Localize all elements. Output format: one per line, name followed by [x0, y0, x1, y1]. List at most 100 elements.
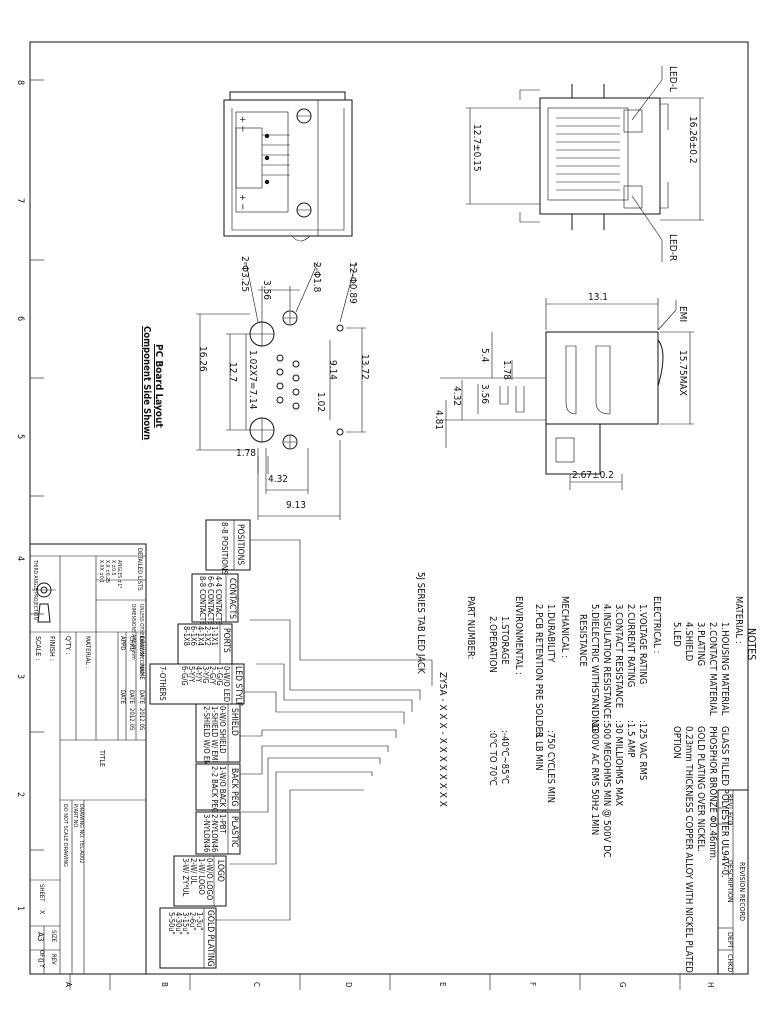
option-item: 6-G/G [180, 666, 189, 686]
detailed-lists: DETAILED LISTS [136, 548, 143, 591]
revision-header: REV [726, 794, 734, 807]
option-item: 2-2 BACK PEG [210, 766, 219, 813]
note-label: 4.INSULATION RESISTANCE [601, 604, 612, 719]
row-numbers: 8 7 6 5 4 3 2 1 [15, 80, 25, 911]
tolerance-line: X.XX ±0.1 [98, 560, 104, 583]
pcb-layout: 2-Φ3.25 2-Φ1.8 12-Φ0.89 3.56 16.26 12.7 … [141, 256, 370, 520]
note-value: :1.5 AMP [625, 720, 636, 758]
option-title: GOLD PLATING [205, 910, 215, 967]
row-number: 7 [15, 198, 25, 203]
dim-label: 3.56 [479, 384, 490, 404]
name-label: NAME [138, 664, 145, 680]
revision-header: CHKD [726, 954, 734, 972]
note-value: :-40℃~85℃ [499, 730, 510, 784]
row-number: 2 [15, 792, 25, 797]
row-number: 5 [15, 434, 25, 439]
title-block: DETAILED LISTS UNLESS OTHERWISE SPECIFIE… [29, 543, 147, 975]
option-item: 1-G/G [215, 666, 224, 686]
dim-label: 1.02X7=7.14 [247, 350, 258, 410]
dim-label: 13.1 [588, 292, 608, 303]
option-item: 3-W/ ZY*UL [181, 858, 190, 897]
revision-header: DESCRIPTION [726, 860, 734, 903]
dim-label: 16.26 [197, 346, 208, 372]
approved-label: APPD [119, 636, 126, 650]
note-value: :125 VAC RMS [637, 720, 648, 780]
revision-record: REVISION RECORD REV ECO DESCRIPTION DEPT… [717, 789, 749, 975]
option-item: 1-PBT [218, 814, 227, 834]
dim-label: 12-Φ0.89 [347, 262, 358, 304]
option-item: 1-1X1 [210, 626, 219, 646]
dim-label: 2-Φ3.25 [239, 256, 250, 292]
note-label: 5.DIELECTRIC WITHSTANDING [589, 604, 600, 732]
tolerance-line: DIMENSIONS ARE IN mm [130, 604, 136, 660]
option-item: 2-NYLON46 [210, 814, 219, 852]
drawing-frame [29, 41, 749, 975]
projection-label: THIRD ANGLE PROJECTION [32, 559, 38, 620]
finish-label: FINISH : [48, 636, 56, 661]
note-label: 3.CONTACT RESISTANCE [613, 604, 624, 708]
note-label: 2.CURRENT RATING [625, 604, 636, 687]
note-value: :500 MEGOHMS MIN @ 500V DC [601, 720, 612, 858]
dim-label: 12.7 [227, 362, 238, 382]
svg-text:+ −: + − [237, 116, 247, 132]
sheet-y: Y [38, 963, 46, 968]
rev-value: 0 [36, 958, 45, 963]
note-label: 1.VOLTAGE RATING [637, 604, 648, 684]
top-view: 12.7±0.15 16.26±0.2 LED-L LED-R [466, 66, 704, 262]
note-label: 2.PCB RETENTION PRE SOLDER [533, 604, 544, 738]
note-label: 5.LED [671, 622, 682, 647]
col-letter: E [438, 982, 447, 987]
col-letters: A B C D E F G H [64, 974, 715, 990]
tolerance-line: ANGLES ±1° [116, 560, 122, 588]
electrical-header: ELECTRICAL : [651, 596, 662, 653]
option-item: 2-W/ UL [189, 858, 198, 884]
side-view: 13.1 EMI 15.75MAX 5.4 1.78 3.56 4.32 4.8… [433, 292, 694, 490]
note-value: :0℃ TO 70℃ [487, 730, 498, 786]
part-number-label: P/ART NO. [72, 804, 78, 829]
note-label: 1.STORAGE [499, 616, 510, 665]
option-item: 5-Y/Y [187, 666, 196, 683]
top-zone-markers [30, 79, 44, 851]
option-item: 0-W/O SHIELD [218, 706, 227, 753]
series-label: 5J SERIES TAB LED JACK [415, 572, 426, 674]
date-label: DATE [138, 690, 145, 705]
option-item: 3-Y/G [201, 666, 210, 683]
option-item: 2-1X2 [203, 626, 212, 646]
dim-label: 4.32 [268, 474, 288, 485]
dim-label: 13.72 [359, 354, 370, 380]
dim-label: 5.4 [479, 348, 490, 363]
tolerance-line: X ±0.5 [110, 560, 116, 576]
dim-label: 2-Φ1.8 [311, 262, 322, 293]
notes-title: NOTES [745, 628, 757, 660]
drawn-label: DRAWN [138, 636, 145, 656]
sheet-label: SHEET [38, 884, 45, 902]
dim-label: 3.56 [261, 280, 272, 300]
dim-label: 4.32 [451, 386, 462, 406]
option-item: 8-8 CONTACTS [198, 576, 207, 625]
dim-label: 4.81 [433, 410, 444, 430]
emi-label: EMI [677, 306, 688, 322]
note-value: 0.23mm THICKNESS COPPER ALLOY WITH NICKE… [683, 726, 694, 976]
material-label: MATERIAL : [84, 636, 92, 669]
option-item: 2-G/Y [208, 666, 217, 686]
pcb-subtitle: Component Side Shown [141, 326, 152, 440]
option-item: 6-6 CONTACTS [206, 576, 215, 625]
option-title: POSITIONS [235, 524, 245, 565]
front-view: + − + − [223, 91, 353, 242]
row-number: 4 [15, 556, 25, 561]
option-item: 1-W/ LOGO [197, 858, 206, 895]
col-letter: G [618, 982, 627, 988]
note-label: 3.PLATING [695, 622, 706, 666]
revision-header: DEPT [726, 932, 734, 949]
note-value: :1 LB MIN [533, 730, 544, 771]
option-item: 6-1X6 [189, 626, 198, 646]
option-title: LED STYLE [233, 666, 243, 707]
col-letter: D [344, 982, 353, 988]
option-item: 8-8 POSITIONS [220, 522, 229, 575]
part-number-options: POSITIONS 8-8 POSITIONS CONTACTS 4-4 CON… [149, 519, 433, 969]
col-letter: H [706, 982, 715, 987]
option-item: 4-30u" [174, 912, 183, 935]
size-value: A3 [36, 932, 45, 942]
row-number: 3 [15, 674, 25, 679]
